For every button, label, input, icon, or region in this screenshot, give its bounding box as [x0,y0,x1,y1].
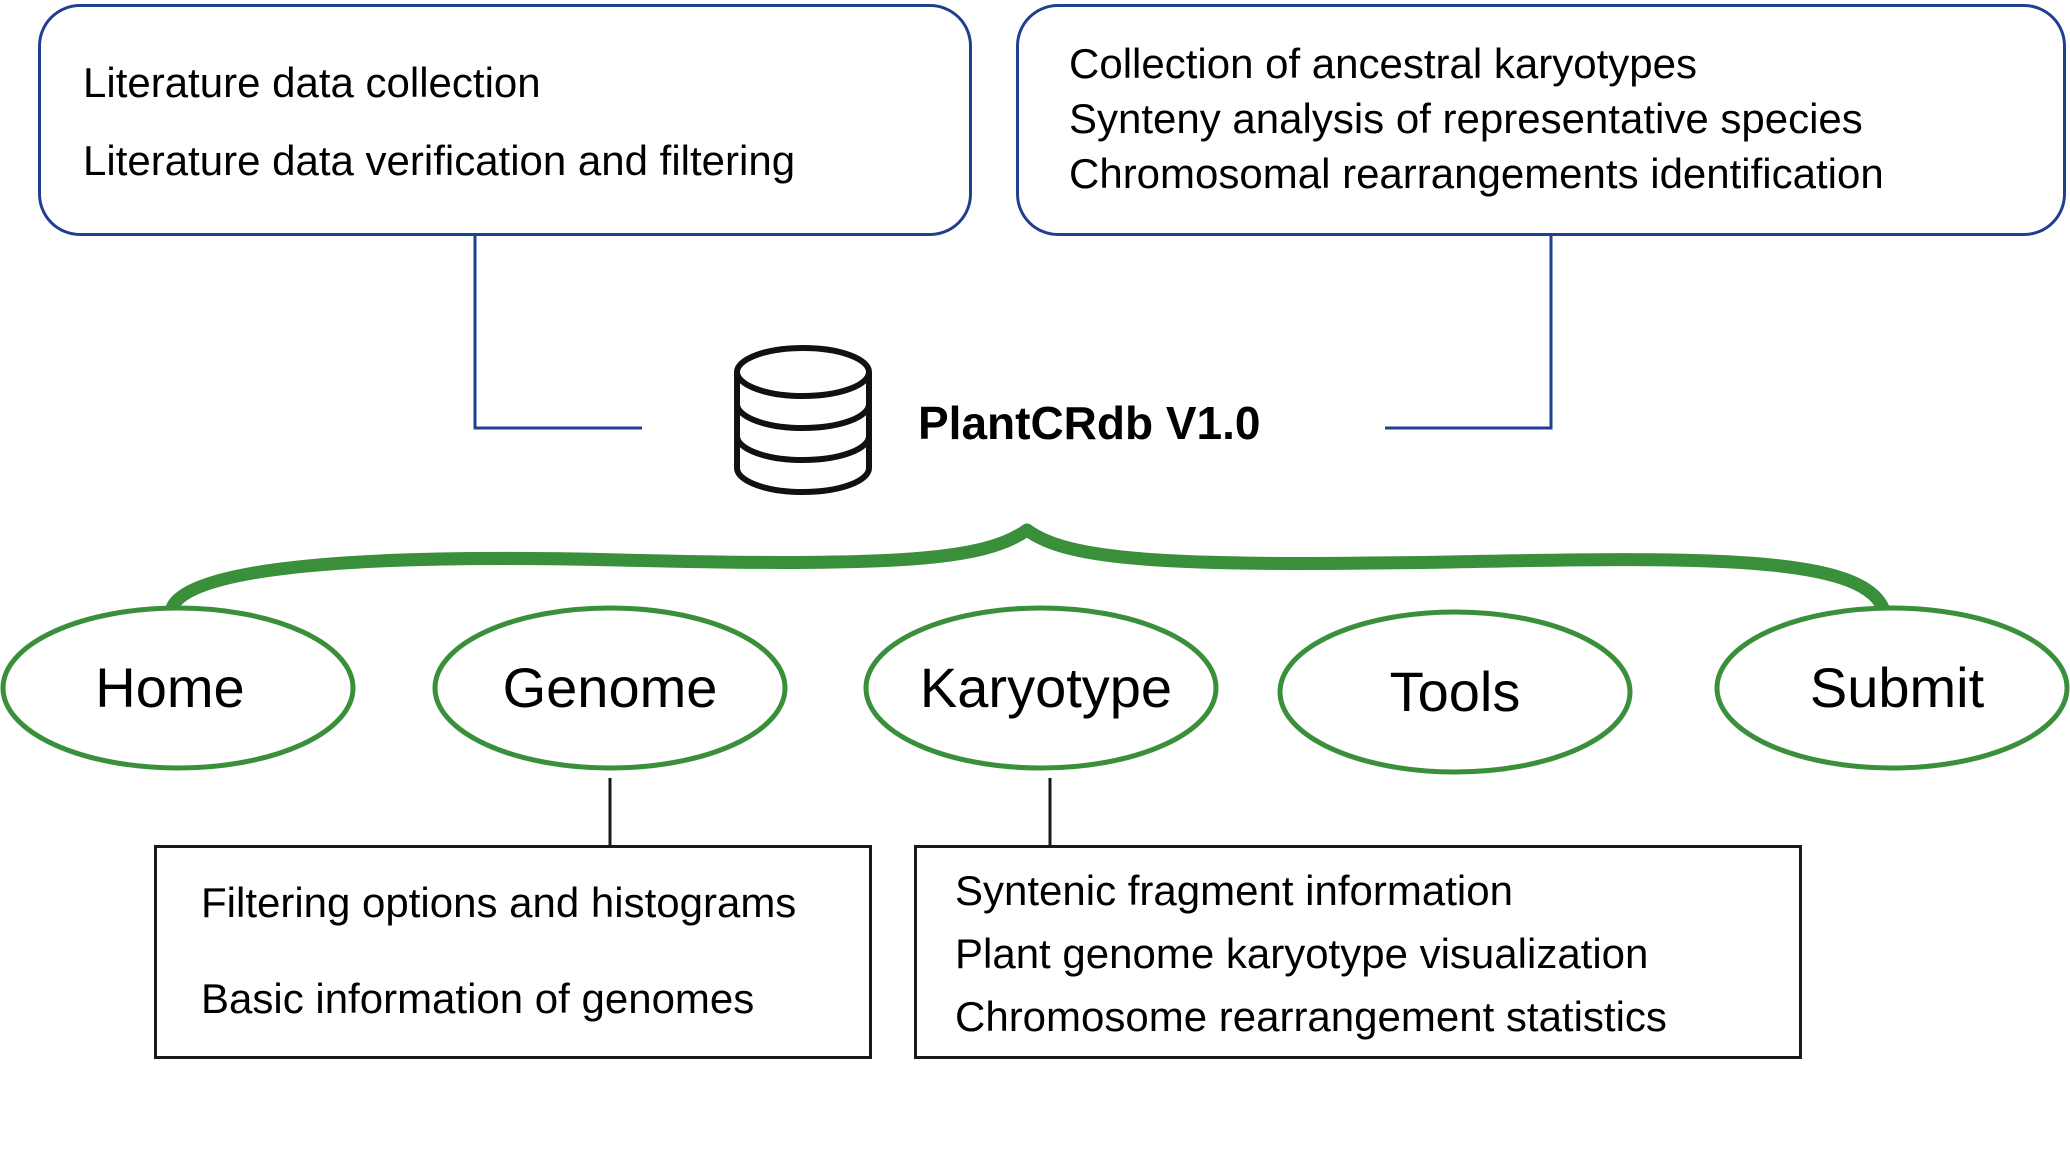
analysis-line-1: Collection of ancestral karyotypes [1069,40,1697,87]
node-karyotype-label[interactable]: Karyotype [919,656,1173,719]
node-home-ellipse[interactable] [0,605,356,771]
analysis-line-2: Synteny analysis of representative speci… [1069,95,1863,142]
brace-tip [1008,525,1046,536]
node-genome-ellipse[interactable] [432,605,788,771]
right-connector-line [1385,234,1553,430]
left-connector-line [473,234,642,430]
node-home-label[interactable]: Home [95,656,245,719]
database-icon [734,345,872,495]
node-submit-label[interactable]: Submit [1809,656,1985,719]
node-genome-label[interactable]: Genome [502,656,718,719]
karyotype-line-1: Syntenic fragment information [955,867,1513,914]
literature-line-1: Literature data collection [83,59,541,106]
literature-box: Literature data collection Literature da… [38,4,972,236]
karyotype-line-3: Chromosome rearrangement statistics [955,993,1667,1040]
node-karyotype-ellipse[interactable] [863,605,1219,771]
node-submit-ellipse[interactable] [1714,605,2070,771]
karyotype-analysis-box: Collection of ancestral karyotypes Synte… [1016,4,2066,236]
genome-line-2: Basic information of genomes [201,975,755,1022]
genome-line-1: Filtering options and histograms [201,879,797,926]
navigation-brace [165,523,1890,615]
genome-detail-box: Filtering options and histograms Basic i… [154,845,872,1059]
node-tools-ellipse[interactable] [1277,609,1633,775]
karyotype-detail-box: Syntenic fragment information Plant geno… [914,845,1802,1059]
database-title: PlantCRdb V1.0 [918,397,1261,449]
analysis-line-3: Chromosomal rearrangements identificatio… [1069,150,1884,197]
literature-line-2: Literature data verification and filteri… [83,137,796,184]
karyotype-line-2: Plant genome karyotype visualization [955,930,1649,977]
node-tools-label[interactable]: Tools [1389,660,1521,723]
nav-node-ellipses [0,605,2070,775]
